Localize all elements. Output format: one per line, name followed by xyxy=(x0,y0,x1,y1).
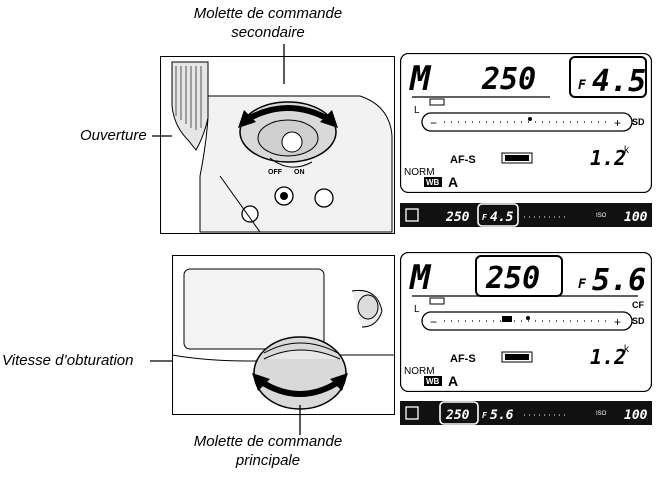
meter-minus: − xyxy=(430,116,437,130)
bottom-dial-pointer xyxy=(299,405,301,435)
vf-shutter-highlight-box xyxy=(439,401,479,425)
lcd-sd-card: SD xyxy=(632,316,645,326)
vf-iso-label: ISO xyxy=(596,411,607,417)
lcd-wb-value: A xyxy=(448,373,458,389)
lcd-aperture: 5.6 xyxy=(592,263,646,298)
lcd-k: k xyxy=(624,344,630,355)
bottom-dial-caption-line1: Molette de commande xyxy=(193,433,343,450)
exposure-meter-box xyxy=(421,112,633,132)
lcd-shutter-speed: 250 xyxy=(485,261,540,296)
lcd-k: k xyxy=(624,145,630,156)
lcd-remaining: 1.2 xyxy=(590,345,626,369)
top-control-panel-lcd: M 250 F 4.5 L − + SD AF-S 1.2 k NORM WB … xyxy=(400,53,652,193)
lcd-mode: M xyxy=(409,258,432,298)
battery-icon xyxy=(501,351,533,363)
lcd-af-mode: AF-S xyxy=(450,353,476,365)
top-dial-pointer xyxy=(283,44,285,84)
lcd-shutter-speed: 250 xyxy=(481,62,536,97)
bottom-control-panel-lcd: M 250 F 5.6 L − + CF SD AF-S 1.2 k NORM … xyxy=(400,252,652,392)
top-dial-caption-line1: Molette de commande xyxy=(193,5,343,22)
camera-top-illustration: OFF ON xyxy=(160,56,395,234)
vf-shutter: 250 xyxy=(445,210,470,225)
lcd-aperture-prefix: F xyxy=(578,277,587,292)
battery-icon xyxy=(501,152,533,164)
lcd-wb: WB xyxy=(426,178,440,187)
metering-icon xyxy=(405,406,419,420)
bottom-viewfinder-bar: 250 F 5.6 ISO 100 xyxy=(400,401,652,425)
lcd-l-indicator: L xyxy=(414,304,420,315)
vf-aperture-prefix: F xyxy=(482,213,487,222)
vf-iso-label: ISO xyxy=(596,213,607,219)
lcd-sd-card: SD xyxy=(632,117,645,127)
vf-iso-value: 100 xyxy=(624,210,648,225)
lcd-cf-card: CF xyxy=(632,300,644,310)
main-command-dial-icon xyxy=(253,336,347,410)
lcd-wb: WB xyxy=(426,377,440,386)
lcd-mode: M xyxy=(409,59,432,99)
lcd-wb-value: A xyxy=(448,174,458,190)
shutter-speed-label: Vitesse d’obturation xyxy=(2,352,134,369)
lcd-aperture-prefix: F xyxy=(578,78,587,93)
vf-aperture-prefix: F xyxy=(482,411,487,420)
lcd-image-quality: NORM xyxy=(404,366,435,377)
lcd-remaining: 1.2 xyxy=(590,146,626,170)
metering-icon xyxy=(405,208,419,222)
vf-aperture-highlight-box xyxy=(477,203,519,227)
meter-minus: − xyxy=(430,315,437,329)
top-dial-caption: Molette de commande secondaire xyxy=(168,4,368,42)
lcd-image-quality: NORM xyxy=(404,167,435,178)
bottom-dial-caption-line2: principale xyxy=(235,452,301,469)
lcd-aperture: 4.5 xyxy=(592,64,646,99)
meter-plus: + xyxy=(614,116,621,130)
rotate-arrow-icon xyxy=(258,378,342,397)
svg-text:OFF: OFF xyxy=(268,169,283,176)
vf-iso-value: 100 xyxy=(624,408,648,423)
lcd-af-mode: AF-S xyxy=(450,154,476,166)
top-viewfinder-bar: 250 F 4.5 ISO 100 xyxy=(400,203,652,227)
rotate-arrow-icon xyxy=(244,105,332,123)
aperture-highlight-box xyxy=(569,56,647,98)
lcd-l-indicator: L xyxy=(414,105,420,116)
bottom-dial-caption: Molette de commande principale xyxy=(168,432,368,470)
exposure-meter-box xyxy=(421,311,633,331)
vf-shutter: 250 xyxy=(445,408,470,423)
top-dial-caption-line2: secondaire xyxy=(231,24,305,41)
aperture-pointer xyxy=(152,135,172,137)
aperture-label: Ouverture xyxy=(80,127,147,144)
shutter-highlight-box xyxy=(475,255,563,297)
svg-text:ON: ON xyxy=(294,169,305,176)
camera-bottom-illustration xyxy=(172,255,395,415)
meter-plus: + xyxy=(614,315,621,329)
shutter-pointer xyxy=(150,360,172,362)
vf-aperture: 5.6 xyxy=(490,408,514,423)
vf-aperture: 4.5 xyxy=(490,210,514,225)
